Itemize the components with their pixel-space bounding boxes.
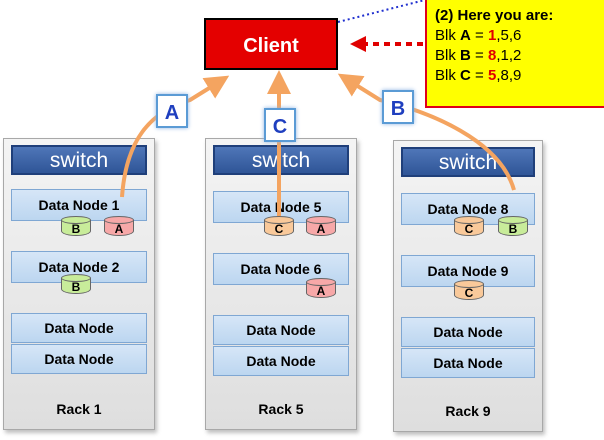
block-label: C: [464, 222, 474, 236]
block-label: B: [71, 222, 81, 236]
node-label: Data Node: [433, 355, 503, 371]
response-note: (2) Here you are: Blk A = 1,5,6 Blk B = …: [425, 0, 604, 108]
data-node-generic[interactable]: Data Node: [213, 315, 349, 345]
node-label: Data Node 9: [427, 263, 509, 279]
block-label: B: [71, 280, 81, 294]
note-row-b: Blk B = 8,1,2: [435, 46, 604, 66]
row-first: 5: [487, 67, 497, 84]
row-rest: ,8,9: [496, 67, 522, 84]
block-label: A: [316, 222, 326, 236]
note-row-c: Blk C = 5,8,9: [435, 66, 604, 86]
dotted-connector: [337, 0, 426, 23]
row-eq: =: [470, 27, 488, 44]
node-label: Data Node 6: [240, 261, 322, 277]
block-label: C: [274, 222, 284, 236]
block-cylinder-a: A: [104, 216, 134, 238]
rack-1: switch Data Node 1 Data Node 2 Data Node…: [3, 138, 155, 430]
note-heading: (2) Here you are:: [435, 7, 554, 24]
row-rest: ,1,2: [496, 47, 522, 64]
node-label: Data Node: [246, 353, 316, 369]
node-label: Data Node 8: [427, 201, 509, 217]
block-label: C: [464, 286, 474, 300]
node-label: Data Node: [433, 324, 503, 340]
data-node-6[interactable]: Data Node 6: [213, 253, 349, 285]
block-cylinder-c: C: [454, 280, 484, 302]
node-label: Data Node: [246, 322, 316, 338]
row-block: C: [460, 67, 471, 84]
row-prefix: Blk: [435, 67, 461, 84]
client-box[interactable]: Client: [204, 18, 338, 70]
data-node-generic[interactable]: Data Node: [11, 313, 147, 343]
node-label: Data Node: [44, 320, 114, 336]
letter-label-b: B: [382, 90, 414, 124]
letter-label-a: A: [156, 94, 188, 128]
row-eq: =: [470, 67, 488, 84]
row-prefix: Blk: [435, 27, 461, 44]
block-cylinder-a: A: [306, 278, 336, 300]
rack-label: Rack 1: [56, 401, 102, 417]
letter-label-c: C: [264, 108, 296, 142]
node-label: Data Node 1: [38, 197, 120, 213]
row-rest: ,5,6: [496, 27, 522, 44]
note-row-a: Blk A = 1,5,6: [435, 26, 604, 46]
row-block: A: [460, 27, 471, 44]
row-first: 1: [487, 27, 497, 44]
rack-9-switch: switch: [401, 147, 535, 177]
row-eq: =: [470, 47, 488, 64]
block-cylinder-c: C: [264, 216, 294, 238]
data-node-generic[interactable]: Data Node: [401, 348, 535, 378]
node-label: Data Node: [44, 351, 114, 367]
block-cylinder-a: A: [306, 216, 336, 238]
node-label: Data Node 2: [38, 259, 120, 275]
row-first: 8: [487, 47, 497, 64]
rack-1-switch: switch: [11, 145, 147, 175]
block-label: A: [316, 284, 326, 298]
data-node-generic[interactable]: Data Node: [11, 344, 147, 374]
rack-label: Rack 5: [258, 401, 304, 417]
block-cylinder-b: B: [61, 274, 91, 296]
block-label: B: [508, 222, 518, 236]
block-cylinder-b: B: [498, 216, 528, 238]
data-node-generic[interactable]: Data Node: [213, 346, 349, 376]
block-cylinder-c: C: [454, 216, 484, 238]
data-node-generic[interactable]: Data Node: [401, 317, 535, 347]
block-cylinder-b: B: [61, 216, 91, 238]
block-label: A: [114, 222, 124, 236]
row-block: B: [460, 47, 471, 64]
rack-label: Rack 9: [445, 403, 491, 419]
row-prefix: Blk: [435, 47, 461, 64]
